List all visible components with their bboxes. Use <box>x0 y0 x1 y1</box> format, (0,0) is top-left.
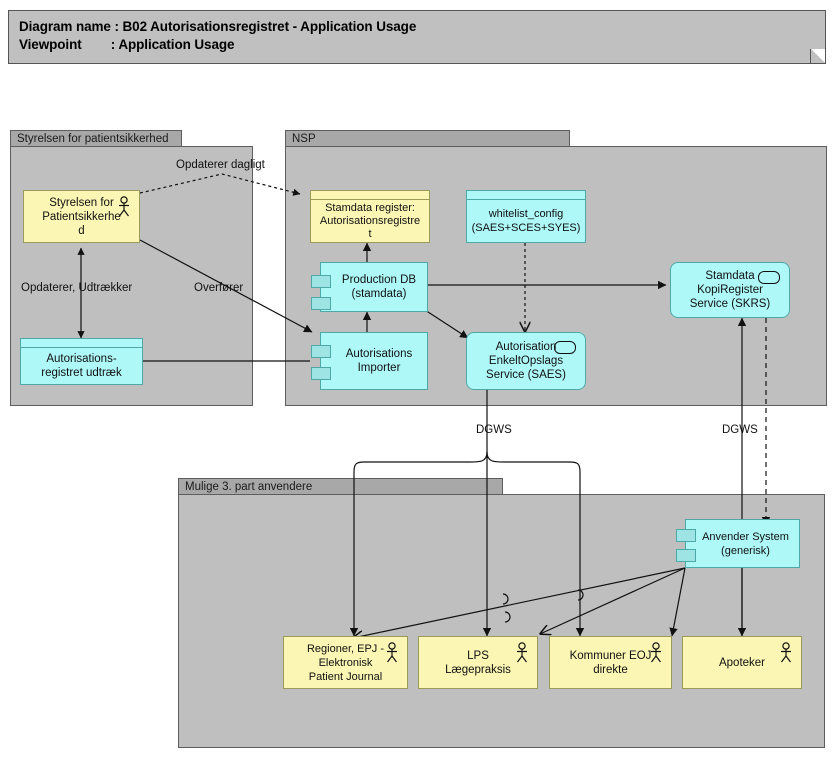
edge-label-opdaterer-dagligt: Opdaterer dagligt <box>176 159 265 171</box>
actor-icon <box>119 196 129 217</box>
node-saes-service[interactable]: Autorisation EnkeltOpslags Service (SAES… <box>466 332 586 390</box>
node-label: Autorisation EnkeltOpslags Service (SAES… <box>486 341 566 381</box>
node-label: Autorisations- registret udtræk <box>41 353 122 379</box>
node-lps-laegepraksis[interactable]: LPS Lægepraksis <box>418 636 538 689</box>
component-tab-icon <box>311 367 331 380</box>
edge-label-dgws-left: DGWS <box>476 424 512 436</box>
component-tab-icon <box>676 529 696 542</box>
line-jump-1 <box>502 593 509 605</box>
node-apoteker[interactable]: Apoteker <box>682 636 802 689</box>
interface-oval-icon <box>554 341 576 354</box>
edge-overfoerer <box>139 239 313 333</box>
component-tab-icon <box>676 549 696 562</box>
node-label: Production DB (stamdata) <box>341 274 417 300</box>
edge-productiondb-to-saes <box>424 309 469 339</box>
edge-label-overfoerer: Overfører <box>194 282 244 294</box>
component-tab-icon <box>311 297 331 310</box>
actor-icon <box>781 642 791 663</box>
node-stamdata-register-autorisationsregistret[interactable]: Stamdata register: Autorisationsregistre… <box>310 190 430 243</box>
node-anvender-system[interactable]: Anvender System (generisk) <box>676 519 800 568</box>
edge-anvender-to-kommuner <box>669 567 686 637</box>
component-tab-icon <box>311 345 331 358</box>
edge-label-dgws-right: DGWS <box>722 424 758 436</box>
node-whitelist-config[interactable]: whitelist_config (SAES+SCES+SYES) <box>466 190 586 243</box>
node-label: Kommuner EOJ direkte <box>569 649 652 676</box>
edge-label-opdaterer-udtraekker: Opdaterer, Udtrækker <box>21 282 133 294</box>
interface-oval-icon <box>758 271 780 284</box>
node-styrelsen-for-patientsikkerhed[interactable]: Styrelsen for Patientsikkerhe d <box>23 190 140 243</box>
node-autorisations-importer[interactable]: Autorisations Importer <box>311 332 428 390</box>
line-jump-2 <box>504 611 511 623</box>
component-tab-icon <box>311 275 331 288</box>
line-jump-3 <box>577 589 584 601</box>
edge-anvender-to-lps <box>540 567 686 634</box>
group-label-styrelsen: Styrelsen for patientsikkerhed <box>10 130 182 147</box>
node-skrs-service[interactable]: Stamdata KopiRegister Service (SKRS) <box>670 262 790 318</box>
viewpoint-line: Viewpoint : Application Usage <box>19 37 235 52</box>
node-label: Anvender System (generisk) <box>702 530 789 557</box>
node-label: Stamdata register: Autorisationsregistre… <box>319 201 421 240</box>
group-label-tredjepart: Mulige 3. part anvendere <box>178 478 503 495</box>
node-label: whitelist_config (SAES+SCES+SYES) <box>471 208 581 234</box>
edge-opdaterer-dagligt <box>139 173 301 196</box>
node-label: Autorisations Importer <box>345 348 413 374</box>
node-label: LPS Lægepraksis <box>445 649 511 676</box>
node-label: Regioner, EPJ - Elektronisk Patient Jour… <box>306 642 385 683</box>
page-fold-corner <box>810 49 825 63</box>
node-kommuner-eoj-direkte[interactable]: Kommuner EOJ direkte <box>549 636 672 689</box>
node-regioner-epj[interactable]: Regioner, EPJ - Elektronisk Patient Jour… <box>283 636 408 689</box>
diagram-name-line: Diagram name : B02 Autorisationsregistre… <box>19 19 417 34</box>
node-production-db[interactable]: Production DB (stamdata) <box>311 262 428 312</box>
node-autorisationsregistret-udtraek[interactable]: Autorisations- registret udtræk <box>20 338 143 385</box>
node-label: Stamdata KopiRegister Service (SKRS) <box>689 270 771 310</box>
group-label-nsp: NSP <box>285 130 570 147</box>
node-label: Styrelsen for Patientsikkerhe d <box>42 196 121 237</box>
actor-icon <box>387 642 397 663</box>
edge-dgws-to-regioner <box>349 451 488 637</box>
actor-icon <box>517 642 527 663</box>
diagram-title-banner: Diagram name : B02 Autorisationsregistre… <box>8 10 826 64</box>
actor-icon <box>651 642 661 663</box>
edge-anvender-to-regioner <box>353 567 686 638</box>
node-label: Apoteker <box>718 656 766 669</box>
edge-dgws-to-kommuner <box>486 451 585 637</box>
